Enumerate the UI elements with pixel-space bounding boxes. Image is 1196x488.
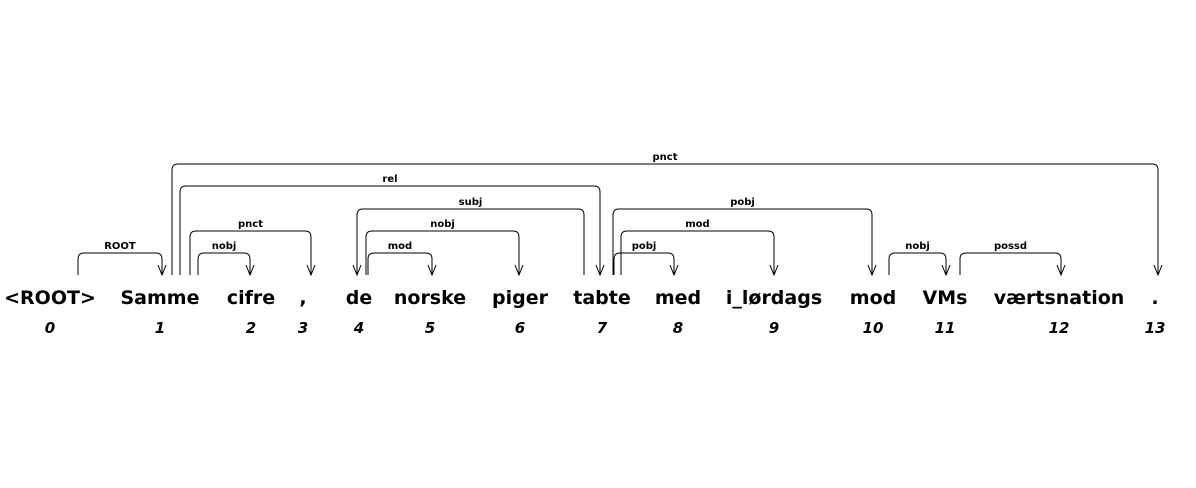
- arrowhead-icon: [352, 264, 362, 277]
- words-layer: <ROOT> 0 Samme 1 cifre 2, 3 de 4 norske 5 piger 6 tab…: [4, 287, 1165, 337]
- token-index: 8: [673, 319, 683, 337]
- arrowhead-icon: [769, 264, 779, 277]
- dependency-arc: pobj: [612, 197, 877, 277]
- arc-label: nobj: [212, 241, 237, 252]
- token-word: .: [1151, 287, 1158, 309]
- arc-label: pnct: [653, 152, 678, 163]
- token-word: VMs: [923, 287, 968, 309]
- arc-line: [620, 230, 775, 275]
- token-index: 2: [246, 319, 256, 337]
- dependency-arc: nobj: [365, 219, 524, 277]
- token-word: værtsnation: [994, 287, 1125, 309]
- token-index: 1: [155, 319, 165, 337]
- arrowhead-icon: [245, 264, 255, 277]
- arc-line: [356, 208, 585, 275]
- token-word: mod: [850, 287, 896, 309]
- arc-label: pobj: [632, 241, 657, 252]
- dependency-arc: ROOT: [77, 241, 167, 277]
- token-index: 3: [298, 319, 308, 337]
- token-word: tabte: [573, 287, 630, 309]
- token-word: <ROOT>: [4, 287, 96, 309]
- token-word: i_lørdags: [726, 287, 822, 309]
- dependency-arc: rel: [179, 174, 605, 277]
- dependency-arc: possd: [959, 241, 1066, 277]
- arc-line: [197, 252, 251, 275]
- token-word: med: [655, 287, 701, 309]
- token-index: 4: [353, 319, 364, 337]
- token-index: 6: [515, 319, 525, 337]
- arc-label: possd: [994, 241, 1027, 252]
- token-index: 9: [769, 319, 779, 337]
- dependency-arc: subj: [352, 197, 585, 277]
- token-word: ,: [299, 287, 306, 309]
- arc-label: pnct: [238, 219, 263, 230]
- dependency-arc: nobj: [888, 241, 951, 277]
- arc-line: [959, 252, 1062, 275]
- dependency-arc: mod: [367, 241, 437, 277]
- token-index: 0: [45, 319, 55, 337]
- arrowhead-icon: [427, 264, 437, 277]
- arc-line: [612, 208, 873, 275]
- dependency-arc: pnct: [189, 219, 316, 277]
- token-index: 13: [1145, 319, 1166, 337]
- arc-line: [189, 230, 312, 275]
- token-index: 7: [597, 319, 608, 337]
- arrowhead-icon: [941, 264, 951, 277]
- arc-label: ROOT: [104, 241, 136, 252]
- arrowhead-icon: [669, 264, 679, 277]
- arc-label: mod: [685, 219, 709, 230]
- arrowhead-icon: [867, 264, 877, 277]
- dependency-arc: pnct: [171, 152, 1163, 277]
- arc-label: pobj: [730, 197, 755, 208]
- arc-line: [888, 252, 947, 275]
- arc-label: nobj: [905, 241, 930, 252]
- arc-line: [77, 252, 163, 275]
- arc-line: [171, 163, 1159, 275]
- arc-line: [613, 252, 675, 275]
- dependency-arc: pobj: [613, 241, 679, 277]
- arc-line: [365, 230, 520, 275]
- dependency-arc: mod: [620, 219, 779, 277]
- token-word: norske: [394, 287, 466, 309]
- token-word: piger: [492, 287, 549, 309]
- arc-label: subj: [459, 197, 483, 208]
- arrowhead-icon: [1153, 264, 1163, 277]
- arc-label: nobj: [430, 219, 455, 230]
- arc-label: rel: [382, 174, 397, 185]
- arrowhead-icon: [595, 264, 605, 277]
- arrowhead-icon: [306, 264, 316, 277]
- arrowhead-icon: [514, 264, 524, 277]
- token-index: 12: [1049, 319, 1070, 337]
- token-word: Samme: [121, 287, 200, 309]
- arc-line: [179, 185, 601, 275]
- arrowhead-icon: [1056, 264, 1066, 277]
- token-index: 10: [863, 319, 884, 337]
- arc-label: mod: [388, 241, 412, 252]
- token-index: 11: [935, 319, 956, 337]
- token-word: de: [346, 287, 373, 309]
- arrowhead-icon: [157, 264, 167, 277]
- dependency-arc: nobj: [197, 241, 255, 277]
- token-word: cifre: [227, 287, 275, 309]
- arc-line: [367, 252, 433, 275]
- token-index: 5: [425, 319, 435, 337]
